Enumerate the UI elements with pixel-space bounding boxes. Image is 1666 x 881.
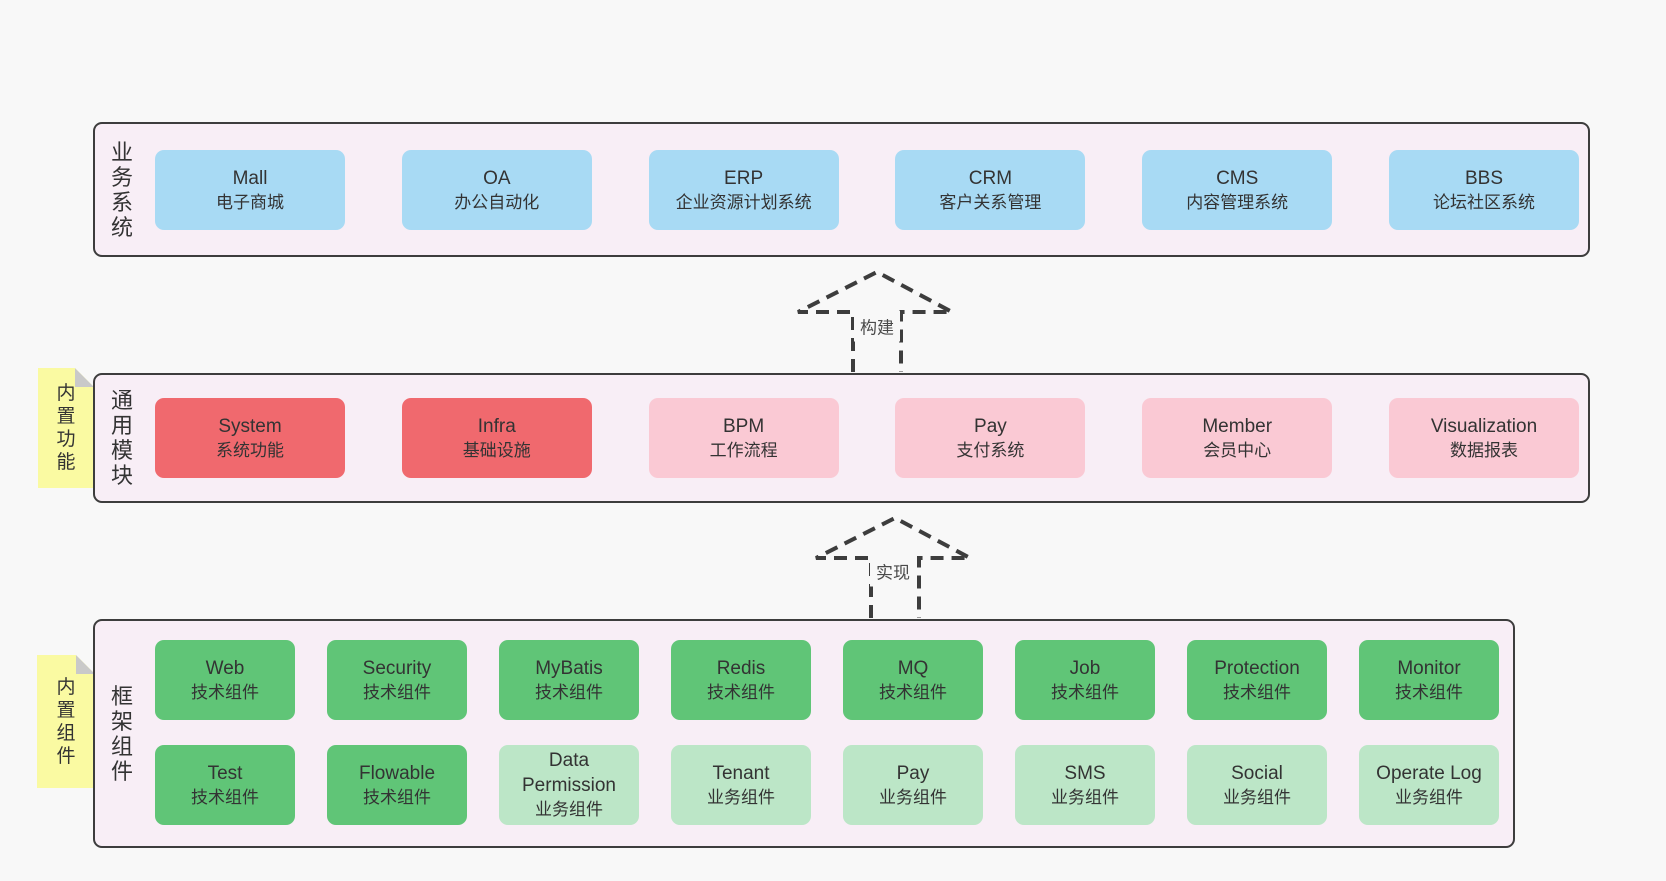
box-bbs: BBS 论坛社区系统	[1388, 150, 1579, 230]
box-subtitle: 技术组件	[1223, 682, 1291, 702]
box-title: System	[218, 415, 282, 437]
box-operate-log: Operate Log 业务组件	[1359, 745, 1499, 825]
box-title: Operate Log	[1376, 762, 1482, 784]
box-title: Flowable	[358, 762, 436, 784]
box-title: Infra	[477, 415, 516, 437]
layer-label-common-modules: 通用模块	[110, 388, 133, 488]
box-monitor: Monitor 技术组件	[1359, 640, 1499, 720]
box-title: Social	[1231, 762, 1283, 784]
box-subtitle: 业务组件	[1051, 787, 1119, 807]
box-erp: ERP 企业资源计划系统	[648, 150, 839, 230]
box-mall: Mall 电子商城	[155, 150, 345, 230]
box-title: Tenant	[712, 762, 770, 784]
box-subtitle: 电子商城	[216, 192, 284, 212]
box-redis: Redis 技术组件	[671, 640, 811, 720]
box-title: Protection	[1214, 657, 1300, 679]
box-title: SMS	[1064, 762, 1106, 784]
box-subtitle: 基础设施	[462, 440, 531, 460]
box-pay-component: Pay 业务组件	[843, 745, 983, 825]
box-subtitle: 技术组件	[1395, 682, 1463, 702]
box-title: Pay	[974, 415, 1007, 437]
box-title: Data Permission	[522, 750, 616, 796]
panel-business-systems: 业务系统 Mall 电子商城 OA 办公自动化 ERP 企业资源计划系统 CRM…	[93, 122, 1590, 257]
box-title: MQ	[897, 657, 929, 679]
box-bpm: BPM 工作流程	[648, 398, 839, 478]
up-arrow-build-icon	[797, 269, 953, 372]
box-web: Web 技术组件	[155, 640, 295, 720]
box-title: Mall	[232, 167, 268, 189]
box-subtitle: 支付系统	[956, 440, 1025, 460]
up-arrow-implement-icon	[815, 515, 971, 618]
arrow-label-build: 构建	[854, 310, 900, 342]
box-subtitle: 论坛社区系统	[1432, 192, 1535, 212]
box-title: BPM	[723, 415, 765, 437]
sticky-note-text: 内置功能	[56, 383, 76, 473]
sticky-note-text: 内置组件	[56, 676, 76, 767]
arrow-label-implement: 实现	[870, 555, 916, 587]
box-visualization: Visualization 数据报表	[1388, 398, 1579, 478]
sticky-fold-icon	[75, 368, 94, 387]
box-infra: Infra 基础设施	[401, 398, 592, 478]
box-flowable: Flowable 技术组件	[327, 745, 467, 825]
box-subtitle: 业务组件	[707, 787, 775, 807]
box-data-permission: Data Permission 业务组件	[499, 745, 639, 825]
box-sms: SMS 业务组件	[1015, 745, 1155, 825]
box-subtitle: 业务组件	[879, 787, 947, 807]
box-subtitle: 数据报表	[1449, 440, 1518, 460]
box-mq: MQ 技术组件	[843, 640, 983, 720]
box-subtitle: 技术组件	[707, 682, 775, 702]
panel-framework-components: 框架组件 Web 技术组件 Security 技术组件 MyBatis 技术组件…	[93, 619, 1515, 848]
box-subtitle: 客户关系管理	[939, 192, 1042, 212]
panel-common-modules: 通用模块 System 系统功能 Infra 基础设施 BPM 工作流程 Pay…	[93, 373, 1590, 503]
box-crm: CRM 客户关系管理	[895, 150, 1086, 230]
layer-label-framework-components: 框架组件	[110, 683, 133, 784]
box-subtitle: 会员中心	[1203, 440, 1272, 460]
sticky-note-built-in-components: 内置组件	[37, 655, 95, 788]
box-title: Visualization	[1430, 415, 1538, 437]
box-subtitle: 技术组件	[191, 787, 259, 807]
box-title: Security	[362, 657, 432, 679]
box-subtitle: 系统功能	[216, 440, 284, 460]
box-subtitle: 技术组件	[363, 787, 431, 807]
box-subtitle: 内容管理系统	[1186, 192, 1289, 212]
box-subtitle: 业务组件	[535, 800, 603, 819]
layer-label-business-systems: 业务系统	[110, 139, 133, 240]
box-subtitle: 业务组件	[1395, 787, 1463, 807]
box-title: Job	[1069, 657, 1101, 679]
box-subtitle: 技术组件	[535, 682, 603, 702]
box-title: Member	[1202, 415, 1273, 437]
sticky-note-built-in-features: 内置功能	[38, 368, 94, 488]
box-member: Member 会员中心	[1142, 398, 1333, 478]
box-title: MyBatis	[535, 657, 603, 679]
box-protection: Protection 技术组件	[1187, 640, 1327, 720]
box-subtitle: 企业资源计划系统	[675, 192, 812, 212]
box-title: CMS	[1216, 167, 1259, 189]
box-subtitle: 工作流程	[709, 440, 778, 460]
box-job: Job 技术组件	[1015, 640, 1155, 720]
box-security: Security 技术组件	[327, 640, 467, 720]
box-tenant: Tenant 业务组件	[671, 745, 811, 825]
box-oa: OA 办公自动化	[401, 150, 592, 230]
box-test: Test 技术组件	[155, 745, 295, 825]
box-title: Redis	[716, 657, 766, 679]
box-mybatis: MyBatis 技术组件	[499, 640, 639, 720]
box-social: Social 业务组件	[1187, 745, 1327, 825]
box-title: Pay	[896, 762, 930, 784]
box-subtitle: 业务组件	[1223, 787, 1291, 807]
box-subtitle: 技术组件	[191, 682, 259, 702]
box-system: System 系统功能	[155, 398, 345, 478]
box-subtitle: 技术组件	[1051, 682, 1119, 702]
box-subtitle: 办公自动化	[454, 192, 540, 212]
box-subtitle: 技术组件	[363, 682, 431, 702]
box-title: Monitor	[1397, 657, 1461, 679]
box-title: BBS	[1464, 167, 1503, 189]
box-title: Web	[205, 657, 245, 679]
box-subtitle: 技术组件	[879, 682, 947, 702]
box-title: ERP	[724, 167, 764, 189]
box-pay-module: Pay 支付系统	[895, 398, 1086, 478]
box-cms: CMS 内容管理系统	[1142, 150, 1333, 230]
box-title: CRM	[968, 167, 1013, 189]
box-title: OA	[483, 167, 511, 189]
box-title: Test	[207, 762, 243, 784]
